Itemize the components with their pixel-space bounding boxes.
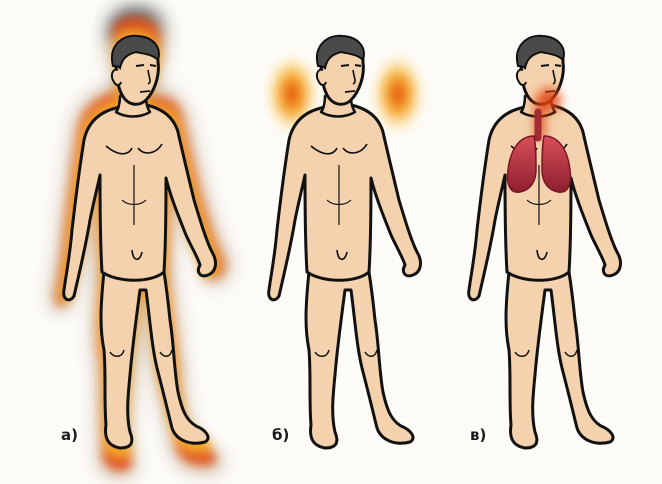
panel-label-c: в): [470, 428, 486, 443]
panel-a-figure-group: [39, 0, 242, 484]
panel-b-figure-group: [266, 36, 424, 448]
panel-label-b: б): [272, 428, 289, 443]
panel-label-a: а): [61, 428, 78, 443]
human-figure-a: [64, 36, 216, 448]
panel-c-figure-group: [469, 36, 621, 448]
